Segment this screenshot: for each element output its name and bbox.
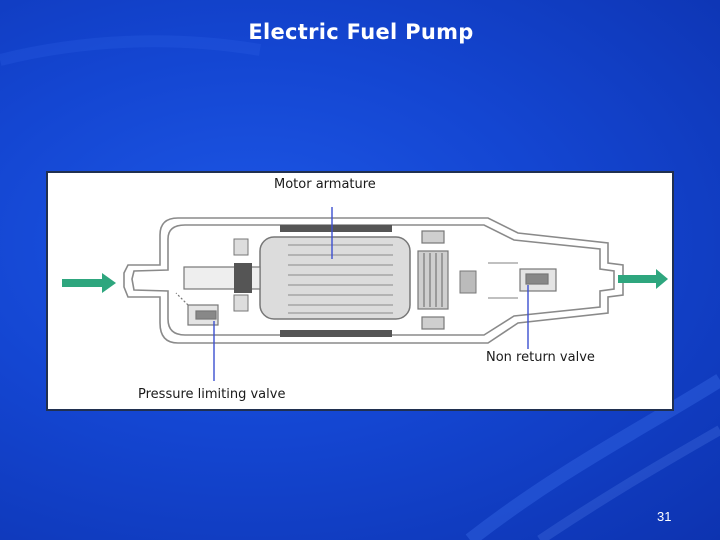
armature-body [259,236,411,320]
commutator [417,230,449,330]
page-number: 31 [657,509,672,524]
pressure-limiting-valve-part [175,292,219,326]
armature-windings [288,244,393,314]
bearing-top [233,238,249,256]
label-non-return-valve: Non return valve [486,350,595,365]
pump-housing [123,217,624,344]
bearing-bottom [233,294,249,312]
brush [459,270,477,294]
label-motor-armature: Motor armature [274,177,376,192]
pump-rotor [234,263,252,293]
magnet-top [280,225,392,232]
outlet-flow-arrow [618,269,668,289]
label-pressure-limiting-valve: Pressure limiting valve [138,387,286,402]
non-return-valve-part [519,268,557,292]
fuel-pump-diagram: Motor armature Non return valve Pressure… [46,171,674,411]
inlet-flow-arrow [62,273,116,293]
pump-cutaway-drawing [62,207,668,381]
pump-housing-inner [131,224,615,336]
slide-title: Electric Fuel Pump [248,20,474,44]
magnet-bottom [280,330,392,337]
